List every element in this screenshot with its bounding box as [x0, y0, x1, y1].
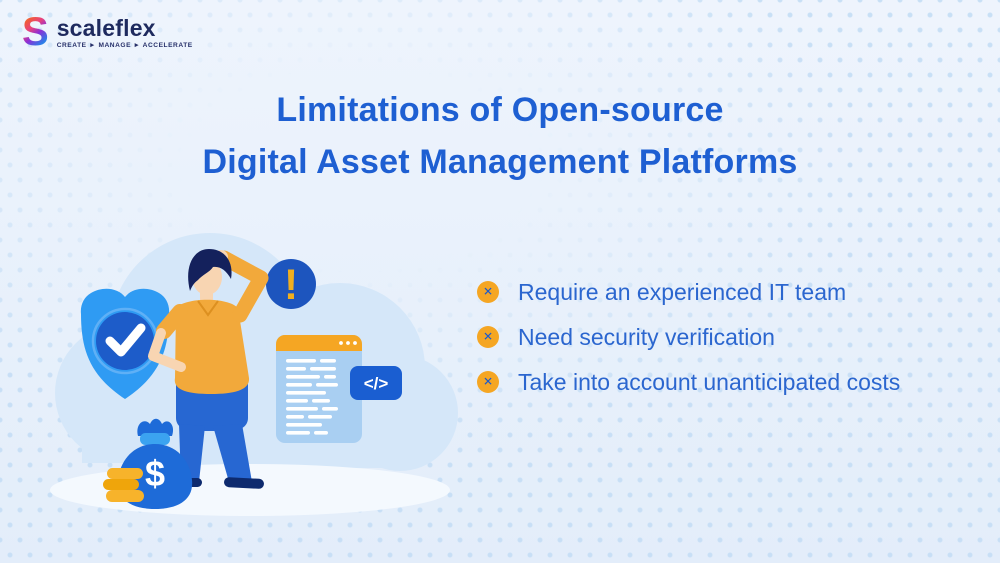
page-title-line1: Limitations of Open-source	[276, 91, 724, 129]
svg-text:!: !	[284, 261, 298, 309]
scaleflex-logo-icon: S	[22, 10, 49, 54]
scaleflex-logo: S scaleflex CREATE ► MANAGE ► ACCELERATE	[22, 12, 193, 52]
logo-tagline: CREATE ► MANAGE ► ACCELERATE	[56, 41, 193, 49]
code-window	[276, 335, 362, 443]
page-title: Limitations of Open-source Digital Asset…	[0, 84, 1000, 188]
list-item: ✕ Need security verification	[477, 323, 900, 350]
cross-icon: ✕	[477, 326, 499, 348]
confused-developer-illustration: !	[40, 228, 470, 520]
list-item-text: Take into account unanticipated costs	[518, 368, 901, 395]
cross-icon: ✕	[477, 371, 499, 393]
confused-person	[148, 249, 269, 489]
list-item-text: Require an experienced IT team	[518, 278, 847, 305]
logo-wordmark: scaleflex	[56, 14, 156, 41]
shield-check-icon	[80, 288, 170, 399]
svg-text:</>: </>	[364, 374, 389, 393]
limitations-list: ✕ Require an experienced IT team ✕ Need …	[477, 278, 901, 415]
list-item: ✕ Take into account unanticipated costs	[477, 368, 901, 395]
code-tag-icon: </>	[350, 366, 402, 400]
list-item: ✕ Require an experienced IT team	[477, 278, 900, 305]
page-title-line2: Digital Asset Management Platforms	[202, 143, 798, 181]
list-item-text: Need security verification	[518, 323, 775, 350]
svg-text:$: $	[145, 453, 165, 494]
exclamation-icon: !	[266, 259, 316, 309]
cross-icon: ✕	[477, 281, 499, 303]
coin-stack-icon	[103, 468, 144, 502]
